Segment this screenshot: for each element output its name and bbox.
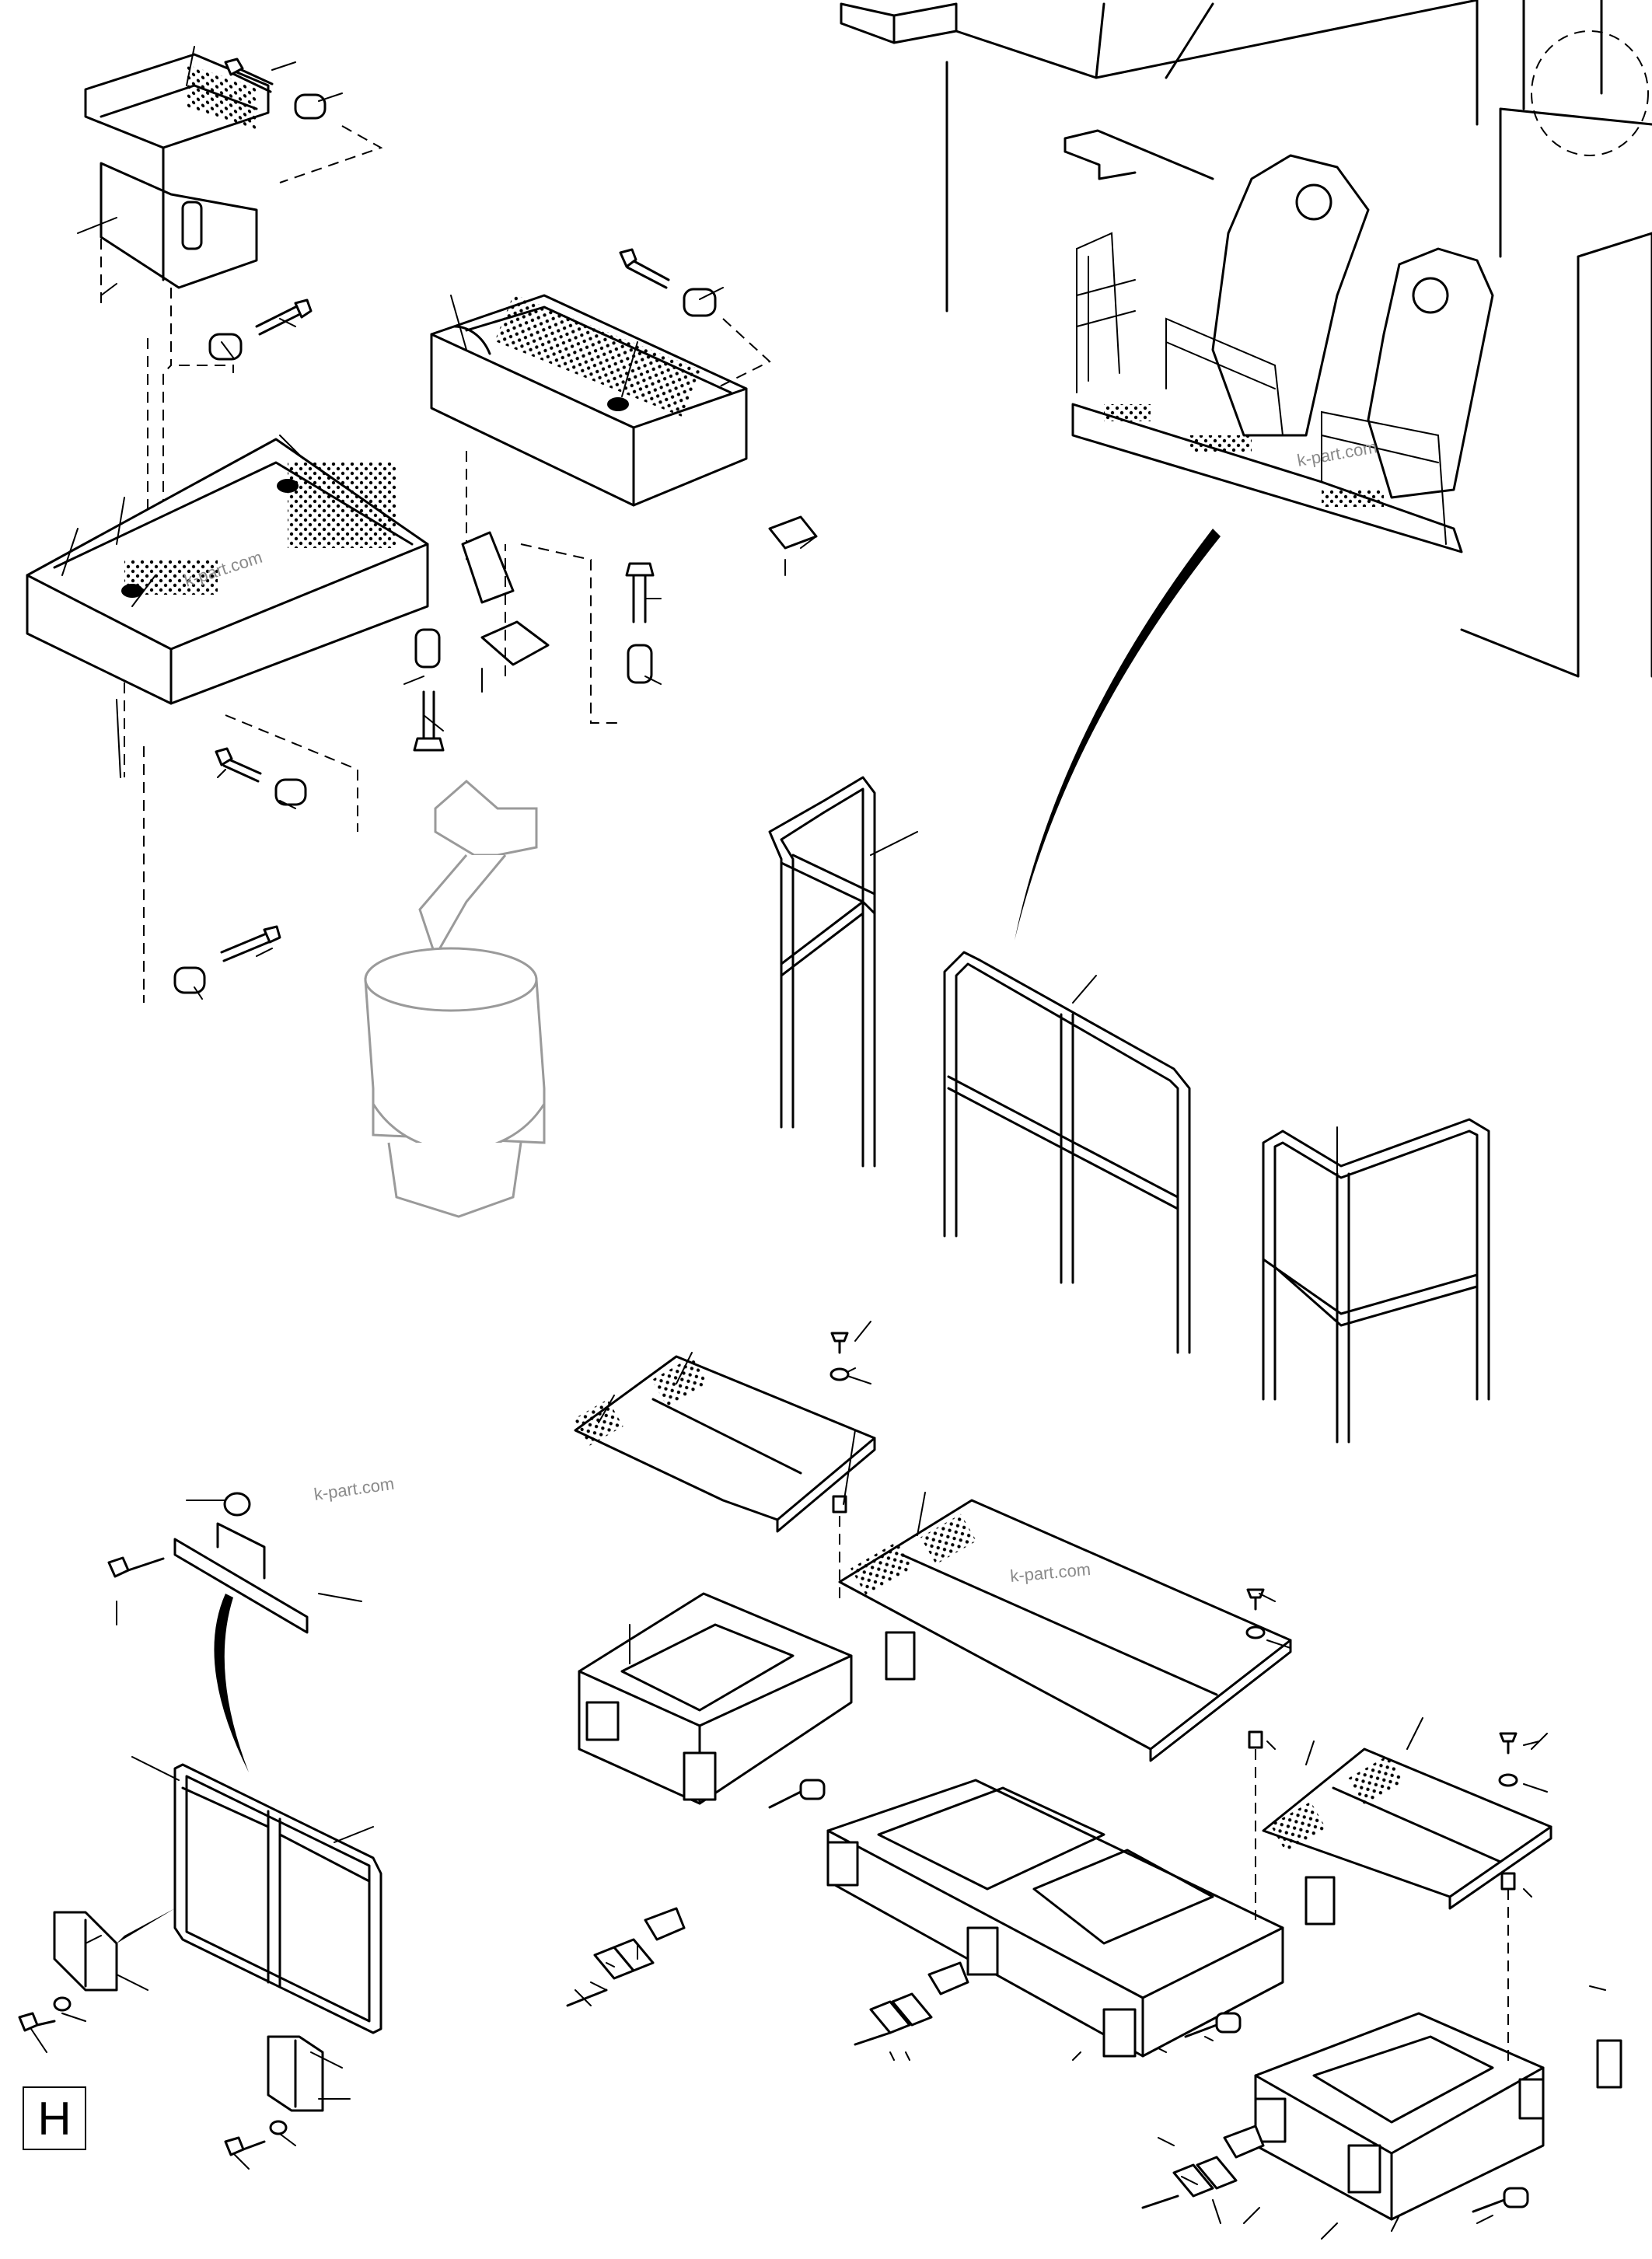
- platform-plate-right: [1262, 1747, 1552, 1910]
- step-tray: [430, 294, 748, 507]
- platform-frame-right: [1254, 2012, 1622, 2221]
- mounting-bracket: [461, 515, 818, 666]
- spacer-bolt-vertical-2: [625, 562, 655, 684]
- gate-pointer-arrow: [214, 1594, 249, 1772]
- platform-plate-left: [574, 1355, 876, 1533]
- platform-frame-left: [578, 1592, 916, 1805]
- handrail-corner-2: [1262, 1118, 1490, 1444]
- lower-storage-tray: k-part.com: [26, 438, 429, 705]
- platform-clamp-sets: [566, 1907, 1265, 2209]
- watermark-text: k-part.com: [1296, 437, 1379, 470]
- handrail-corner: [768, 776, 876, 1168]
- leader-lines: [30, 46, 1606, 2240]
- joystick-ghost: [364, 780, 546, 1218]
- platform-frame-center: [826, 1779, 1336, 2058]
- upper-storage-box: [84, 53, 270, 289]
- machine-overview: k-part.com: [840, 0, 1652, 678]
- upper-box-bolt-1: [224, 58, 327, 120]
- ladder-gate: [173, 1763, 382, 2034]
- gate-hinge-bracket: k-part.com: [107, 1474, 396, 1634]
- watermark-text-3: k-part.com: [313, 1474, 395, 1504]
- detail-pointer-arrow: [1015, 529, 1221, 941]
- gate-hinge-lower: [267, 2017, 358, 2112]
- section-letter-box: H: [23, 2086, 86, 2150]
- upper-box-bolt-2: [208, 299, 313, 361]
- platform-plate-center: k-part.com: [838, 1499, 1292, 1762]
- gate-hinge-upper: [53, 1908, 175, 1992]
- section-letter: H: [37, 2093, 71, 2145]
- platform-screws: [768, 1332, 1529, 2213]
- gate-bolts: [18, 1996, 288, 2156]
- spacer-bolt-vertical: [413, 628, 445, 752]
- handrail-straight: [943, 951, 1191, 1354]
- step-tray-bolt: [619, 248, 717, 317]
- tray-bolts-lower: [173, 747, 307, 994]
